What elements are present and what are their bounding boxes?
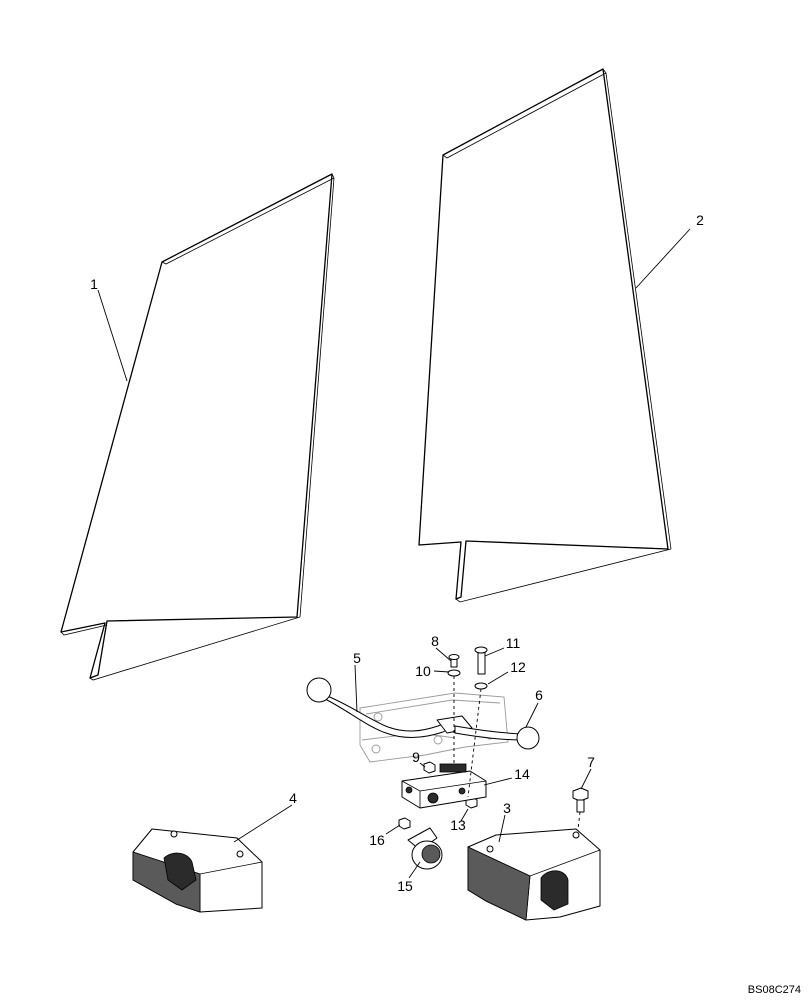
callout-9: 9 <box>412 749 420 765</box>
right-glass-panel <box>418 68 672 603</box>
callout-4: 4 <box>289 790 297 806</box>
callout-10: 10 <box>415 663 431 679</box>
callout-1: 1 <box>90 276 98 292</box>
callout-5: 5 <box>353 650 361 666</box>
drawing-code: BS08C274 <box>748 984 801 996</box>
left-glass-panel <box>60 173 335 681</box>
callout-labels: 1 2 3 4 5 6 7 8 9 10 11 12 13 14 15 16 <box>90 212 704 894</box>
callout-11: 11 <box>506 635 521 651</box>
callout-14: 14 <box>514 766 530 782</box>
assembly-lines <box>453 676 581 839</box>
leader-lines <box>97 228 691 879</box>
callout-13: 13 <box>450 817 466 833</box>
callout-16: 16 <box>369 832 385 848</box>
callout-8: 8 <box>431 633 439 649</box>
callout-6: 6 <box>535 687 543 703</box>
callout-15: 15 <box>397 878 413 894</box>
callout-12: 12 <box>510 659 526 675</box>
callout-3: 3 <box>503 800 511 816</box>
callout-7: 7 <box>587 754 595 770</box>
latch-assembly <box>401 763 487 809</box>
right-cover <box>467 828 601 921</box>
left-cover <box>132 828 263 913</box>
bumper <box>407 827 443 870</box>
callout-2: 2 <box>696 212 704 228</box>
handle-rod <box>306 677 540 750</box>
fastener-stack <box>398 646 589 830</box>
